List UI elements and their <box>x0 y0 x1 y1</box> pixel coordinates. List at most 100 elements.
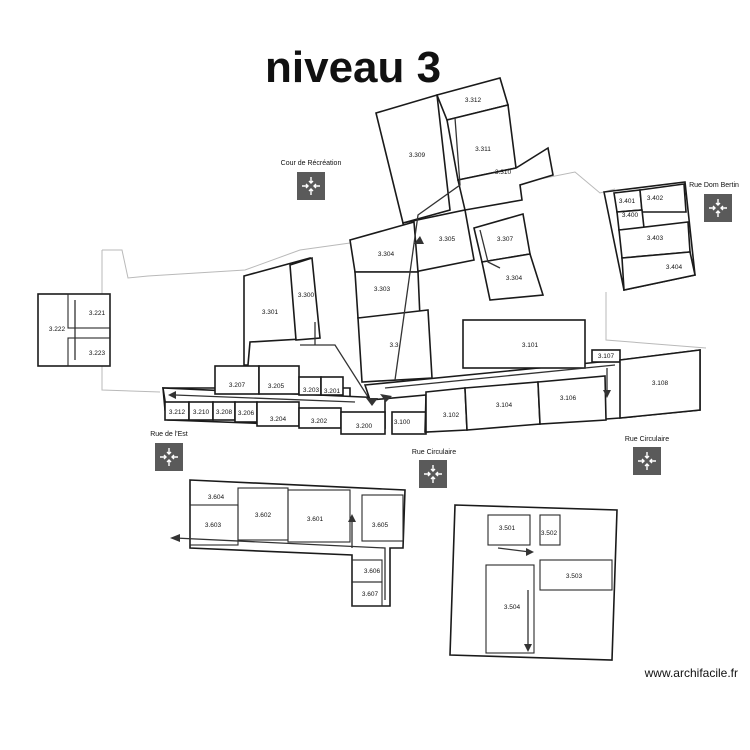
label-3100: 3.100 <box>394 419 411 426</box>
room-3207 <box>214 365 260 395</box>
room-labels: 3.312 3.311 3.310 3.309 3.305 3.307 3.30… <box>49 97 683 611</box>
evac-route-north <box>394 117 461 381</box>
label-3300: 3.300 <box>298 292 315 299</box>
room-3501 <box>487 514 531 546</box>
evac-route-south-west <box>174 537 386 600</box>
label-33x: 3.3 <box>389 342 398 349</box>
label-3108: 3.108 <box>652 380 669 387</box>
evac-route-east-corridor <box>384 364 616 389</box>
room-3221 <box>67 293 111 329</box>
label-3207: 3.207 <box>229 382 246 389</box>
arrow-west-exit <box>170 534 180 542</box>
room-3108 <box>619 349 701 419</box>
room-3304b <box>481 253 545 301</box>
label-3203: 3.203 <box>303 387 320 394</box>
label-3106: 3.106 <box>560 395 577 402</box>
label-3305: 3.305 <box>439 236 456 243</box>
room-3201 <box>320 376 344 396</box>
street-label-circulaire-2: Rue Circulaire <box>625 436 669 443</box>
label-3221: 3.221 <box>89 310 106 317</box>
label-3304a: 3.304 <box>378 251 395 258</box>
south-west-block <box>174 479 406 607</box>
assembly-point-icon <box>419 460 447 488</box>
room-3402 <box>639 183 687 213</box>
label-3212: 3.212 <box>169 409 186 416</box>
label-3311: 3.311 <box>475 146 491 153</box>
south-west-outline <box>189 479 406 607</box>
room-3310 <box>457 146 554 211</box>
assembly-point-icon <box>704 194 732 222</box>
arrow-north <box>414 236 424 244</box>
room-3502 <box>539 514 561 546</box>
label-3107: 3.107 <box>598 353 615 360</box>
label-3504: 3.504 <box>504 604 521 611</box>
room-3304a <box>349 220 419 273</box>
label-3307: 3.307 <box>497 236 514 243</box>
evac-route-west-corridor <box>174 394 356 403</box>
room-3102 <box>425 387 468 433</box>
room-3205 <box>258 365 300 395</box>
arrow-3501 <box>526 548 534 556</box>
assembly-point-icon <box>155 443 183 471</box>
arrow-3300 <box>366 398 378 406</box>
label-3404: 3.404 <box>666 264 683 271</box>
label-3402: 3.402 <box>647 195 664 202</box>
label-3602: 3.602 <box>255 512 272 519</box>
street-label-circulaire-1: Rue Circulaire <box>412 449 456 456</box>
label-3606: 3.606 <box>364 568 381 575</box>
label-3206: 3.206 <box>238 410 255 417</box>
label-3604: 3.604 <box>208 494 225 501</box>
arrow-corridor-west <box>168 391 176 399</box>
south-east-block <box>449 504 618 661</box>
label-3204: 3.204 <box>270 416 287 423</box>
label-3222: 3.222 <box>49 326 66 333</box>
east-corridor-block <box>363 319 701 433</box>
label-3101: 3.101 <box>522 342 539 349</box>
plan-title: niveau 3 <box>265 43 441 92</box>
label-3208: 3.208 <box>216 409 233 416</box>
north-block <box>349 77 554 383</box>
room-3605 <box>361 494 404 542</box>
label-3400: 3.400 <box>622 212 639 219</box>
label-3304b: 3.304 <box>506 275 523 282</box>
room-3101 <box>462 319 586 369</box>
label-3403: 3.403 <box>647 235 664 242</box>
label-3503: 3.503 <box>566 573 583 580</box>
label-3202: 3.202 <box>311 418 328 425</box>
street-label-est: Rue de l'Est <box>150 431 188 438</box>
room-3607 <box>351 581 383 607</box>
street-label-cour: Cour de Récréation <box>281 160 342 167</box>
label-3201: 3.201 <box>324 388 341 395</box>
room-3300 <box>289 256 321 341</box>
room-3303 <box>354 271 421 319</box>
label-3310: 3.310 <box>495 169 512 176</box>
arrow-3107 <box>603 390 611 398</box>
room-3223 <box>67 337 111 367</box>
west-annex <box>37 293 111 367</box>
assembly-point-icon <box>297 172 325 200</box>
label-3223: 3.223 <box>89 350 106 357</box>
label-3301: 3.301 <box>262 309 279 316</box>
main-corridor-block <box>162 365 427 435</box>
label-3303: 3.303 <box>374 286 391 293</box>
assembly-point-icon <box>633 447 661 475</box>
label-3200: 3.200 <box>356 423 373 430</box>
street-label-dom-bertin: Rue Dom Bertin <box>689 182 739 189</box>
label-3205: 3.205 <box>268 383 285 390</box>
site-outline-east <box>605 292 707 349</box>
label-3401: 3.401 <box>619 198 636 205</box>
evac-route-3501 <box>497 547 531 553</box>
arrow-north-down <box>380 394 392 402</box>
label-3607: 3.607 <box>362 591 379 598</box>
evac-route-3300 <box>300 344 371 401</box>
room-3107 <box>591 349 621 363</box>
label-3104: 3.104 <box>496 402 513 409</box>
label-3210: 3.210 <box>193 409 210 416</box>
west-annex-outline <box>37 293 111 367</box>
label-3601: 3.601 <box>307 516 324 523</box>
site-outline <box>102 242 351 279</box>
room-3309 <box>375 93 451 224</box>
label-3603: 3.603 <box>205 522 222 529</box>
